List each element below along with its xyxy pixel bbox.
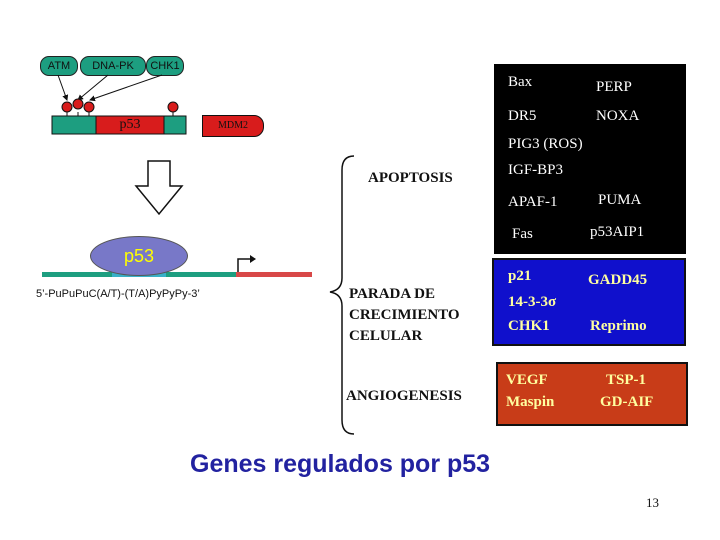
mdm2-shape: MDM2 <box>202 115 264 137</box>
brace-icon <box>329 155 355 435</box>
down-arrow-icon <box>134 160 184 216</box>
arrest-gene-box: p21 GADD45 14-3-3σ CHK1 Reprimo <box>492 258 686 346</box>
gene-p53aip1: p53AIP1 <box>590 224 645 240</box>
gene-14-3-3: 14-3-3σ <box>508 294 557 310</box>
angio-gene-box: VEGF TSP-1 Maspin GD-AIF <box>496 362 688 426</box>
arrest-line-2: CRECIMIENTO <box>349 307 460 323</box>
category-apoptosis: APOPTOSIS <box>368 170 453 186</box>
gene-igfbp3: IGF-BP3 <box>508 162 564 178</box>
arrest-line-1: PARADA DE <box>349 286 435 302</box>
apoptosis-gene-box: Bax PERP DR5 NOXA PIG3 (ROS) IGF-BP3 APA… <box>494 64 686 254</box>
slide-title: Genes regulados por p53 <box>190 450 491 478</box>
gene-noxa: NOXA <box>596 108 640 124</box>
gene-puma: PUMA <box>598 192 642 208</box>
p53-dna-oval: p53 <box>90 236 188 276</box>
category-angiogenesis: ANGIOGENESIS <box>346 388 462 404</box>
gene-chk1: CHK1 <box>508 318 550 334</box>
gene-gadd45: GADD45 <box>588 272 648 288</box>
gene-fas: Fas <box>512 226 533 242</box>
arrest-line-3: CELULAR <box>349 328 423 344</box>
gene-p21: p21 <box>508 268 532 284</box>
gene-gd-aif: GD-AIF <box>600 394 654 410</box>
gene-perp: PERP <box>596 79 632 95</box>
category-arrest: PARADA DE CRECIMIENTO CELULAR <box>349 284 460 347</box>
gene-pig3: PIG3 (ROS) <box>508 136 583 152</box>
phosphorylation-diagram <box>51 74 187 135</box>
kinase-atm: ATM <box>40 56 78 76</box>
gene-dr5: DR5 <box>508 108 537 124</box>
gene-tsp1: TSP-1 <box>606 372 647 388</box>
consensus-sequence: 5’-PuPuPuC(A/T)-(T/A)PyPyPy-3’ <box>36 288 200 300</box>
protein-label: p53 <box>119 117 141 132</box>
kinase-chk1: CHK1 <box>146 56 184 76</box>
gene-maspin: Maspin <box>506 394 555 410</box>
gene-reprimo: Reprimo <box>590 318 647 334</box>
gene-apaf1: APAF-1 <box>508 194 558 210</box>
kinase-dna-pk: DNA-PK <box>80 56 146 76</box>
gene-vegf: VEGF <box>506 372 548 388</box>
slide-number: 13 <box>646 495 659 510</box>
gene-bax: Bax <box>508 74 533 90</box>
